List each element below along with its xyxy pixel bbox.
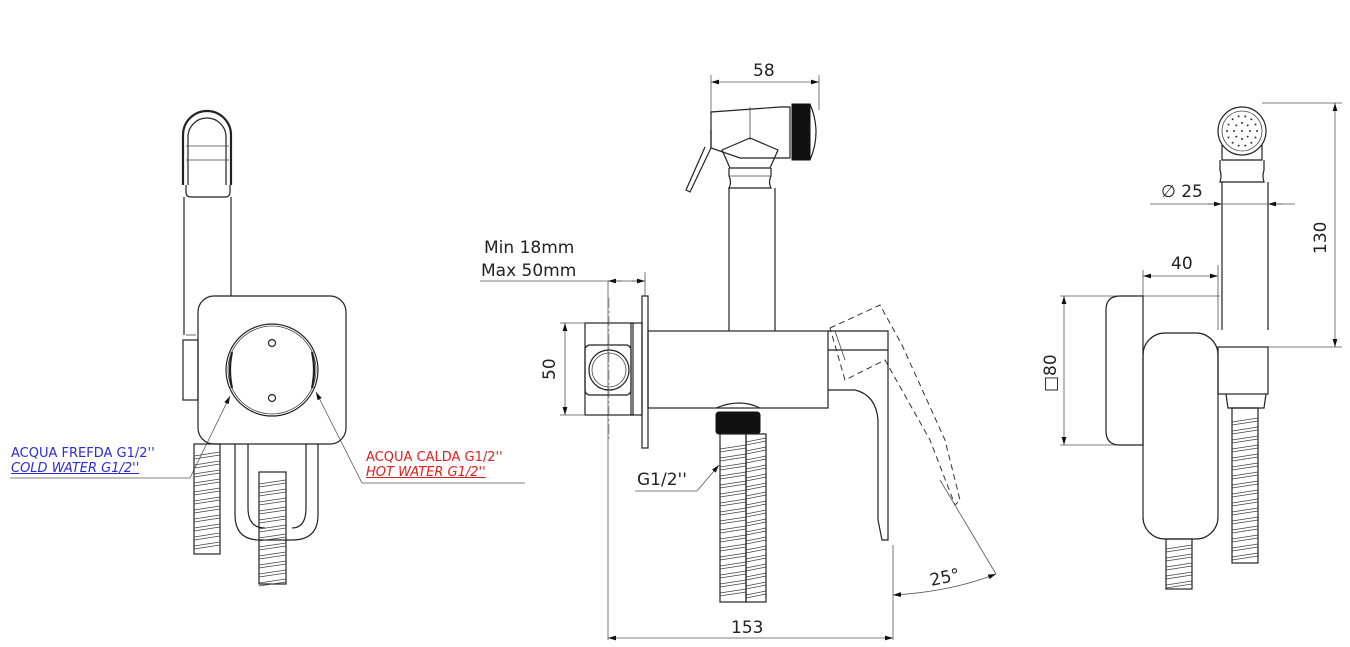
right-view [1060, 102, 1342, 590]
hose-coils [193, 417, 1259, 599]
spray-nozzle-dots [1226, 115, 1258, 147]
dim-overall-length: 153 [731, 618, 764, 638]
hot-water-label-it: ACQUA CALDA G1/2'' [366, 450, 503, 465]
dim-projection: 40 [1171, 254, 1193, 274]
cold-water-label-it: ACQUA FREFDA G1/2'' [11, 446, 155, 461]
side-view [480, 75, 997, 641]
dim-spray-width: 58 [753, 61, 775, 81]
dim-plate-size: □80 [1041, 354, 1061, 392]
hot-water-label-en: HOT WATER G1/2'' [366, 465, 486, 480]
dim-inlet-thread: G1/2'' [637, 470, 687, 490]
dim-body-height: 50 [540, 358, 560, 380]
dim-wall-max: Max 50mm [481, 261, 577, 281]
wall-plate [197, 295, 347, 445]
dim-total-height: 130 [1311, 221, 1331, 254]
dim-hose-diameter: ∅ 25 [1161, 182, 1203, 202]
front-view [10, 109, 525, 585]
cold-water-label-en: COLD WATER G1/2'' [11, 461, 140, 476]
left-hose [193, 443, 221, 555]
dim-wall-min: Min 18mm [484, 238, 575, 258]
